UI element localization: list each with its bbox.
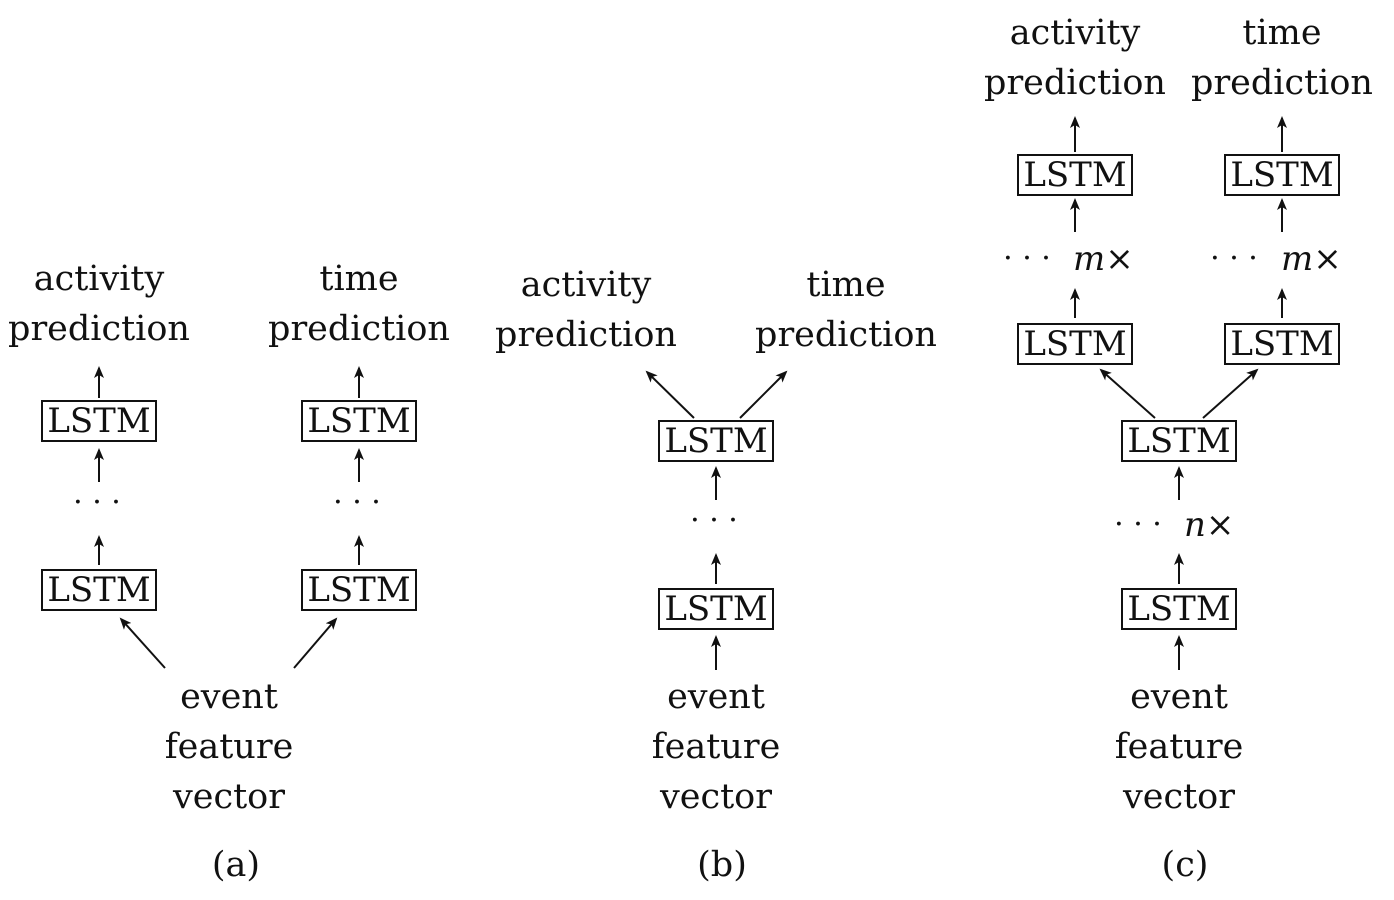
lstm-block: LSTM xyxy=(41,569,157,611)
repeat-count-m: m× xyxy=(1281,239,1342,279)
label-line: activity xyxy=(520,265,652,305)
activity-prediction-label: activity prediction xyxy=(8,254,190,354)
repeat-count-m: m× xyxy=(1073,239,1134,279)
lstm-block: LSTM xyxy=(1224,323,1340,365)
activity-prediction-label: activity prediction xyxy=(984,8,1166,108)
caption-a: (a) xyxy=(211,845,261,885)
label-line: vector xyxy=(1123,777,1235,817)
label-line: vector xyxy=(660,777,772,817)
label-line: prediction xyxy=(495,315,677,355)
repeat-count-n: n× xyxy=(1184,505,1235,545)
arrow xyxy=(739,370,788,419)
label-line: time xyxy=(1242,13,1322,53)
arrow xyxy=(293,617,338,669)
lstm-block: LSTM xyxy=(1017,154,1133,196)
label-line: time xyxy=(319,259,399,299)
ellipsis: · · · xyxy=(1003,241,1051,276)
label-line: event xyxy=(180,677,278,717)
lstm-block: LSTM xyxy=(1017,323,1133,365)
ellipsis: · · · xyxy=(333,485,381,520)
lstm-block: LSTM xyxy=(1121,588,1237,630)
caption-b: (b) xyxy=(697,845,747,885)
arrow xyxy=(1202,368,1259,419)
lstm-block: LSTM xyxy=(658,420,774,462)
label-line: prediction xyxy=(8,309,190,349)
lstm-block: LSTM xyxy=(41,400,157,442)
label-line: feature xyxy=(1114,727,1244,767)
label-line: activity xyxy=(1009,13,1141,53)
label-line: event xyxy=(1130,677,1228,717)
time-prediction-label: time prediction xyxy=(268,254,450,354)
lstm-block: LSTM xyxy=(301,400,417,442)
label-line: vector xyxy=(173,777,285,817)
label-line: feature xyxy=(651,727,781,767)
time-prediction-label: time prediction xyxy=(755,260,937,360)
ellipsis: · · · xyxy=(73,485,121,520)
label-line: prediction xyxy=(1191,63,1373,103)
label-line: prediction xyxy=(268,309,450,349)
ellipsis: · · · xyxy=(1114,507,1162,542)
time-prediction-label: time prediction xyxy=(1191,8,1373,108)
input-label: event feature vector xyxy=(1115,672,1244,822)
activity-prediction-label: activity prediction xyxy=(495,260,677,360)
ellipsis: · · · xyxy=(690,503,738,538)
label-line: event xyxy=(667,677,765,717)
label-line: feature xyxy=(164,727,294,767)
lstm-block: LSTM xyxy=(1224,154,1340,196)
input-label: event feature vector xyxy=(652,672,781,822)
lstm-block: LSTM xyxy=(301,569,417,611)
lstm-block: LSTM xyxy=(658,588,774,630)
arrow xyxy=(645,370,695,419)
label-line: prediction xyxy=(984,63,1166,103)
arrow xyxy=(1099,368,1156,419)
caption-c: (c) xyxy=(1161,845,1209,885)
label-line: prediction xyxy=(755,315,937,355)
label-line: activity xyxy=(33,259,165,299)
input-label: event feature vector xyxy=(165,672,294,822)
lstm-block: LSTM xyxy=(1121,420,1237,462)
arrow xyxy=(119,617,166,669)
ellipsis: · · · xyxy=(1210,241,1258,276)
label-line: time xyxy=(806,265,886,305)
